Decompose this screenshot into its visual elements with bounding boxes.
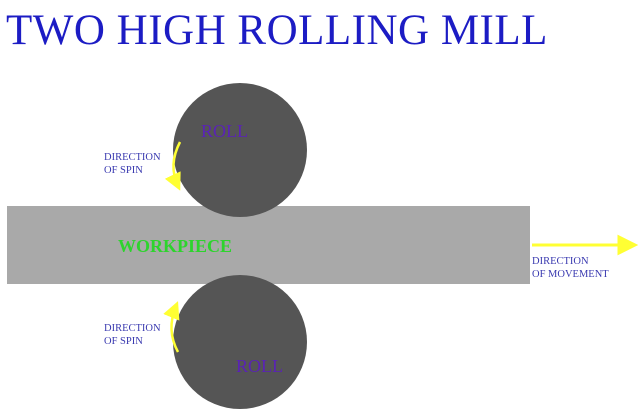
workpiece-label: WORKPIECE (118, 236, 232, 256)
top-roll (173, 83, 307, 217)
bottom-spin-label-line2: OF SPIN (104, 336, 143, 347)
top-spin-arrow (164, 141, 182, 191)
bottom-roll (173, 275, 307, 409)
top-spin-label-line2: OF SPIN (104, 165, 143, 176)
bottom-spin-arrow (163, 301, 180, 353)
top-spin-label-line1: DIRECTION (104, 152, 161, 163)
diagram-title: TWO HIGH ROLLING MILL (6, 7, 548, 54)
bottom-roll-label: ROLL (236, 356, 283, 376)
top-roll-label: ROLL (201, 121, 248, 141)
movement-label-line1: DIRECTION (532, 256, 589, 267)
workpiece (7, 206, 530, 284)
movement-label-line2: OF MOVEMENT (532, 269, 609, 280)
bottom-spin-label-line1: DIRECTION (104, 323, 161, 334)
